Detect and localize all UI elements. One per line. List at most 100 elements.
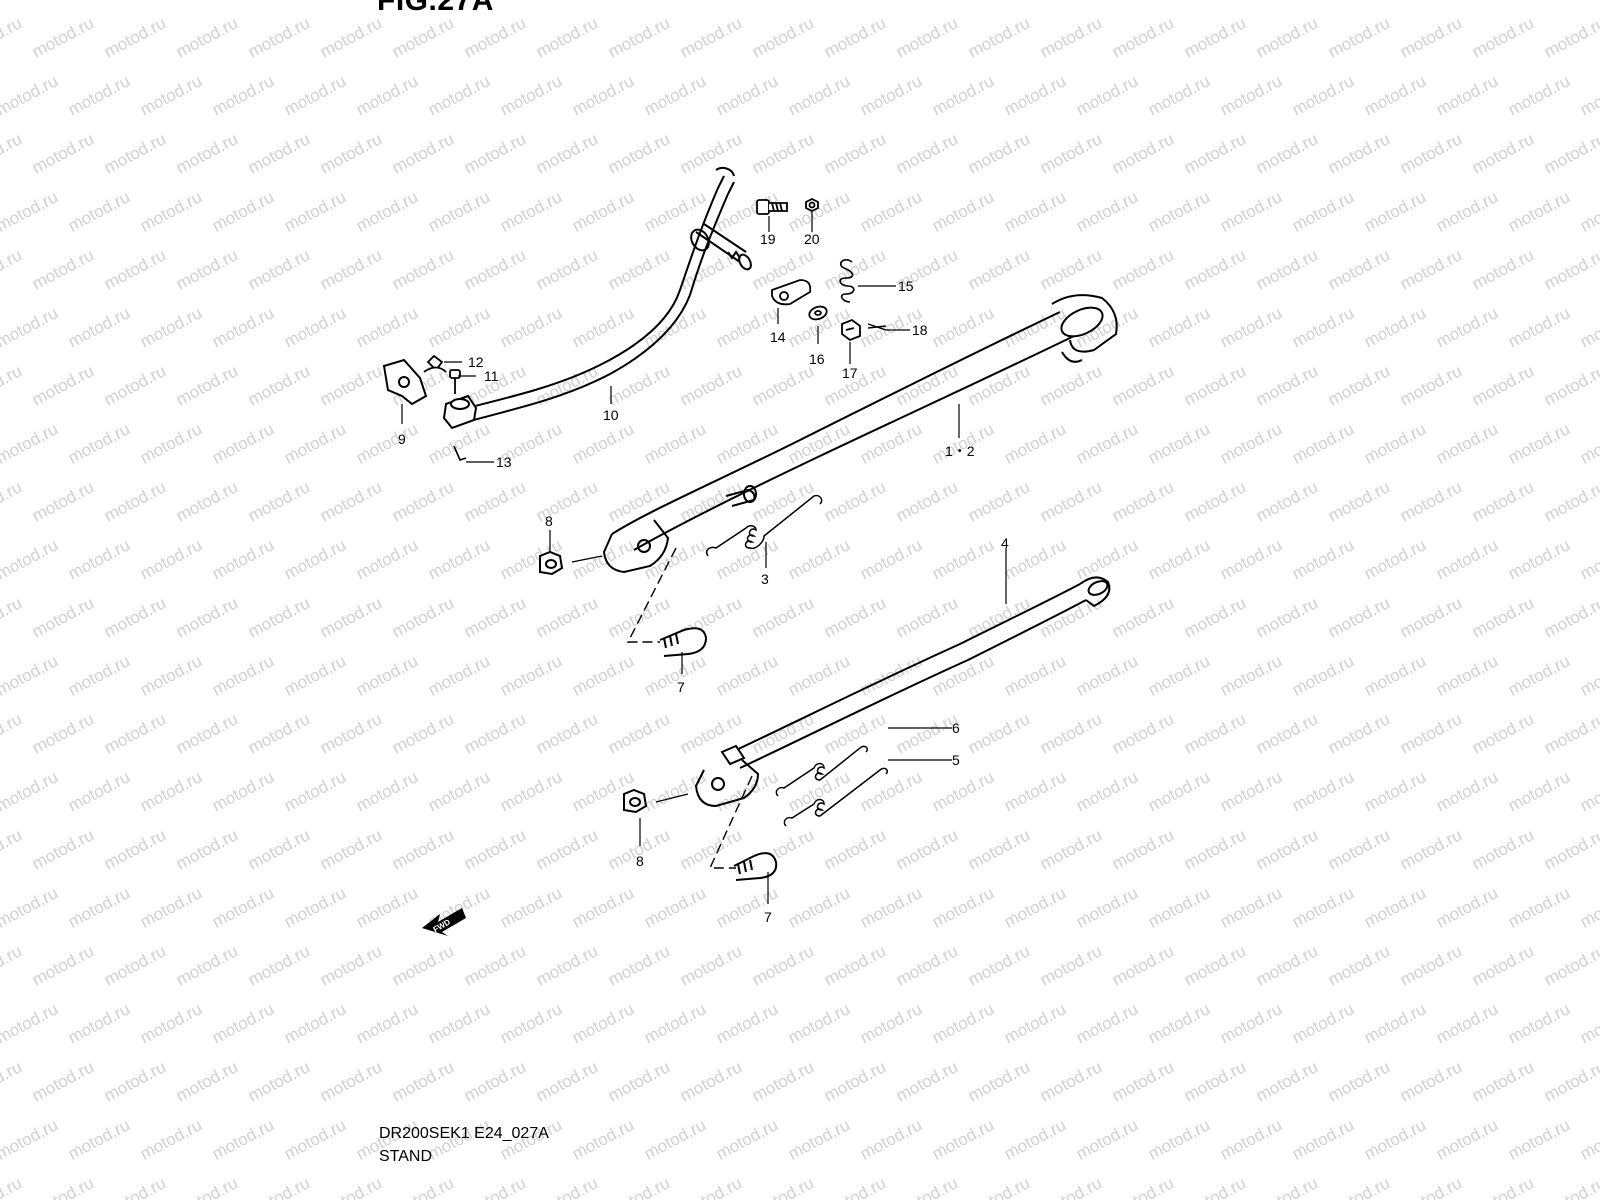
watermark-text: motod.ru xyxy=(281,303,349,351)
watermark-text: motod.ru xyxy=(173,245,241,293)
figure-name: STAND xyxy=(379,1148,433,1165)
watermark-text: motod.ru xyxy=(1109,1057,1177,1105)
watermark-text: motod.ru xyxy=(29,709,97,757)
watermark-text: motod.ru xyxy=(0,1115,61,1163)
watermark-text: motod.ru xyxy=(569,303,637,351)
watermark-text: motod.ru xyxy=(29,593,97,641)
watermark-text: motod.ru xyxy=(569,999,637,1047)
watermark-text: motod.ru xyxy=(317,709,385,757)
watermark-text: motod.ru xyxy=(461,13,529,61)
watermark-text: motod.ru xyxy=(1253,13,1321,61)
watermark-text: motod.ru xyxy=(1037,361,1105,409)
watermark-text: motod.ru xyxy=(1109,361,1177,409)
watermark-text: motod.ru xyxy=(965,825,1033,873)
watermark-text: motod.ru xyxy=(209,535,277,583)
watermark-text: motod.ru xyxy=(1001,883,1069,931)
watermark-text: motod.ru xyxy=(677,941,745,989)
watermark-text: motod.ru xyxy=(929,187,997,235)
watermark-text: motod.ru xyxy=(1433,651,1501,699)
watermark-text: motod.ru xyxy=(353,71,421,119)
watermark-text: motod.ru xyxy=(101,245,169,293)
watermark-text: motod.ru xyxy=(29,1173,97,1200)
watermark-text: motod.ru xyxy=(65,187,133,235)
watermark-text: motod.ru xyxy=(1541,593,1600,641)
watermark-text: motod.ru xyxy=(857,535,925,583)
watermark-text: motod.ru xyxy=(1217,419,1285,467)
watermark-text: motod.ru xyxy=(965,1173,1033,1200)
watermark-text: motod.ru xyxy=(1253,129,1321,177)
watermark-text: motod.ru xyxy=(245,941,313,989)
callout-6: 6 xyxy=(952,720,960,736)
watermark-text: motod.ru xyxy=(821,593,889,641)
watermark-text: motod.ru xyxy=(1253,1057,1321,1105)
watermark-text: motod.ru xyxy=(425,303,493,351)
watermark-text: motod.ru xyxy=(1109,477,1177,525)
watermark-text: motod.ru xyxy=(1577,883,1600,931)
watermark-text: motod.ru xyxy=(1253,477,1321,525)
watermark-text: motod.ru xyxy=(1217,187,1285,235)
watermark-text: motod.ru xyxy=(641,187,709,235)
watermark-text: motod.ru xyxy=(929,999,997,1047)
watermark-text: motod.ru xyxy=(1361,651,1429,699)
watermark-text: motod.ru xyxy=(1037,941,1105,989)
watermark-text: motod.ru xyxy=(281,187,349,235)
watermark-text: motod.ru xyxy=(389,1057,457,1105)
watermark-text: motod.ru xyxy=(677,1057,745,1105)
watermark-text: motod.ru xyxy=(857,767,925,815)
callout-3: 3 xyxy=(761,571,769,587)
watermark-text: motod.ru xyxy=(1001,0,1069,4)
watermark-text: motod.ru xyxy=(353,767,421,815)
watermark-text: motod.ru xyxy=(1289,71,1357,119)
watermark-text: motod.ru xyxy=(1433,1115,1501,1163)
watermark-text: motod.ru xyxy=(641,999,709,1047)
watermark-text: motod.ru xyxy=(1361,187,1429,235)
watermark-text: motod.ru xyxy=(749,941,817,989)
watermark-text: motod.ru xyxy=(821,1057,889,1105)
callout-9: 9 xyxy=(398,431,406,447)
watermark-text: motod.ru xyxy=(1505,419,1573,467)
watermark-text: motod.ru xyxy=(569,71,637,119)
watermark-text: motod.ru xyxy=(1541,825,1600,873)
watermark-text: motod.ru xyxy=(1325,941,1393,989)
watermark-text: motod.ru xyxy=(1289,651,1357,699)
watermark-text: motod.ru xyxy=(137,883,205,931)
watermark-text: motod.ru xyxy=(461,1057,529,1105)
watermark-text: motod.ru xyxy=(821,13,889,61)
watermark-text: motod.ru xyxy=(389,245,457,293)
watermark-text: motod.ru xyxy=(1289,535,1357,583)
watermark-text: motod.ru xyxy=(281,767,349,815)
watermark-text: motod.ru xyxy=(1433,187,1501,235)
watermark-text: motod.ru xyxy=(533,941,601,989)
watermark-text: motod.ru xyxy=(173,825,241,873)
watermark-text: motod.ru xyxy=(1289,303,1357,351)
watermark-text: motod.ru xyxy=(173,1057,241,1105)
watermark-text: motod.ru xyxy=(1289,999,1357,1047)
watermark-text: motod.ru xyxy=(1577,71,1600,119)
watermark-text: motod.ru xyxy=(281,71,349,119)
watermark-text: motod.ru xyxy=(857,883,925,931)
callout-18: 18 xyxy=(912,322,928,338)
watermark-text: motod.ru xyxy=(569,883,637,931)
watermark-text: motod.ru xyxy=(0,1057,25,1105)
watermark-text: motod.ru xyxy=(605,593,673,641)
watermark-text: motod.ru xyxy=(0,651,61,699)
watermark-text: motod.ru xyxy=(245,245,313,293)
watermark-text: motod.ru xyxy=(1253,709,1321,757)
watermark-text: motod.ru xyxy=(893,1057,961,1105)
watermark-text: motod.ru xyxy=(1181,1173,1249,1200)
watermark-text: motod.ru xyxy=(1325,593,1393,641)
watermark-text: motod.ru xyxy=(1181,13,1249,61)
watermark-text: motod.ru xyxy=(29,13,97,61)
watermark-text: motod.ru xyxy=(1469,13,1537,61)
watermark-text: motod.ru xyxy=(569,0,637,4)
watermark-text: motod.ru xyxy=(1073,767,1141,815)
watermark-text: motod.ru xyxy=(101,941,169,989)
callout-14: 14 xyxy=(770,329,786,345)
watermark-text: motod.ru xyxy=(1253,245,1321,293)
watermark-text: motod.ru xyxy=(1397,13,1465,61)
watermark-text: motod.ru xyxy=(893,477,961,525)
watermark-text: motod.ru xyxy=(1577,767,1600,815)
figure-code: DR200SEK1 E24_027A xyxy=(379,1125,549,1142)
watermark-text: motod.ru xyxy=(929,1115,997,1163)
watermark-text: motod.ru xyxy=(209,0,277,4)
